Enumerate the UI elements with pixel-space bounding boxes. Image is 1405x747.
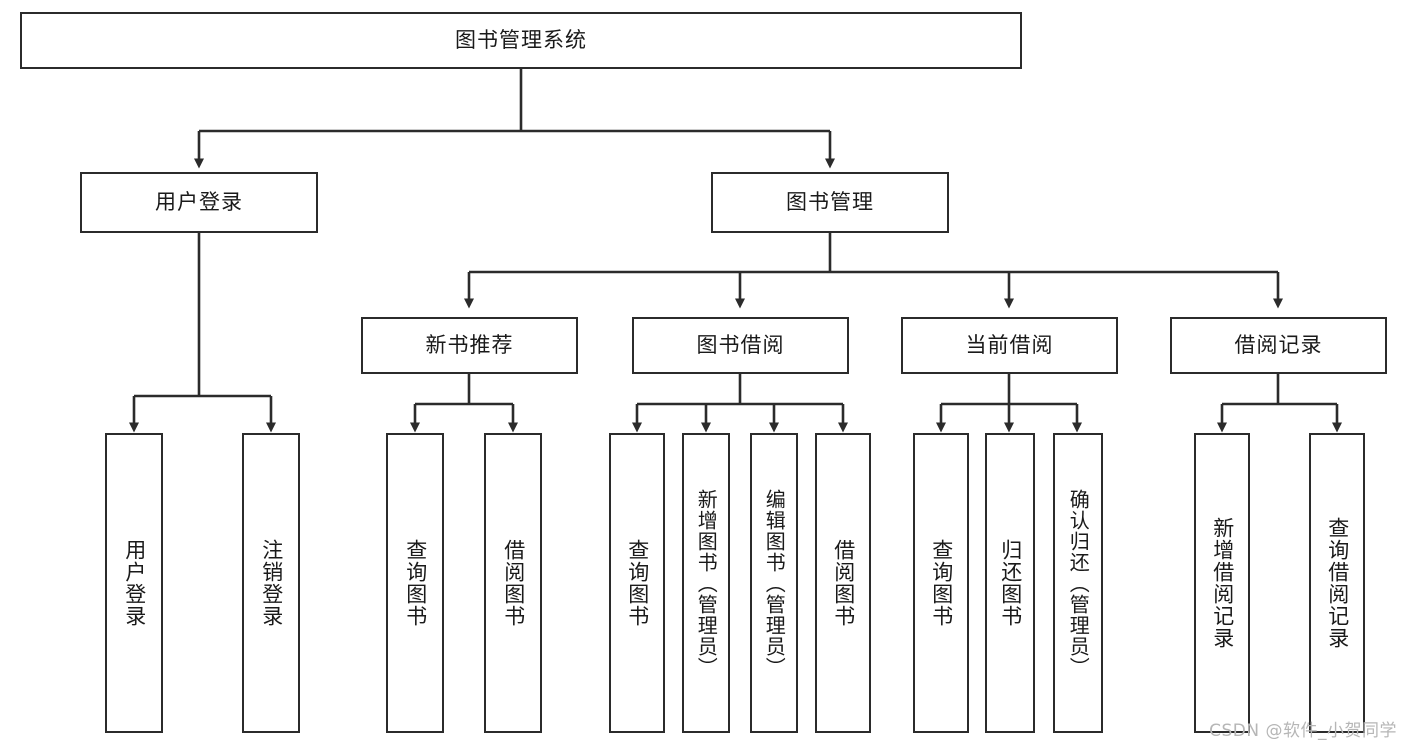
node-label: 用户登录 [122, 539, 147, 627]
node-label: 查询借阅记录 [1325, 517, 1350, 649]
node-current-borrow[interactable]: 当前借阅 [901, 317, 1118, 374]
node-label: 查询图书 [625, 539, 650, 627]
node-label: 新书推荐 [425, 332, 514, 357]
node-leaf-query-borrow-record[interactable]: 查询借阅记录 [1309, 433, 1365, 733]
node-leaf-user-login[interactable]: 用户登录 [105, 433, 163, 733]
node-leaf-add-book-admin[interactable]: 新增图书（管理员） [682, 433, 730, 733]
node-label: 图书管理 [786, 189, 874, 214]
node-user-login[interactable]: 用户登录 [80, 172, 318, 233]
node-book-borrow[interactable]: 图书借阅 [632, 317, 849, 374]
node-label: 借阅图书 [831, 539, 856, 627]
node-label: 查询图书 [403, 539, 428, 627]
node-label: 用户登录 [155, 189, 243, 214]
node-label: 确认归还（管理员） [1066, 488, 1091, 678]
node-label: 当前借阅 [965, 332, 1054, 357]
node-label: 编辑图书（管理员） [762, 488, 787, 678]
node-label: 借阅记录 [1234, 332, 1323, 357]
node-leaf-borrow-book[interactable]: 借阅图书 [815, 433, 871, 733]
node-label: 新增图书（管理员） [694, 488, 719, 678]
node-new-book-recommend[interactable]: 新书推荐 [361, 317, 578, 374]
node-label: 归还图书 [998, 539, 1023, 627]
node-leaf-edit-book-admin[interactable]: 编辑图书（管理员） [750, 433, 798, 733]
node-label: 借阅图书 [501, 539, 526, 627]
node-leaf-return-book[interactable]: 归还图书 [985, 433, 1035, 733]
node-leaf-add-borrow-record[interactable]: 新增借阅记录 [1194, 433, 1250, 733]
node-leaf-borrow-book-new[interactable]: 借阅图书 [484, 433, 542, 733]
node-label: 查询图书 [929, 539, 954, 627]
node-label: 图书管理系统 [455, 27, 587, 52]
node-label: 注销登录 [259, 539, 284, 627]
node-borrow-record[interactable]: 借阅记录 [1170, 317, 1387, 374]
node-leaf-confirm-return-admin[interactable]: 确认归还（管理员） [1053, 433, 1103, 733]
node-label: 新增借阅记录 [1210, 517, 1235, 649]
node-label: 图书借阅 [696, 332, 785, 357]
node-root-system[interactable]: 图书管理系统 [20, 12, 1022, 69]
node-book-management[interactable]: 图书管理 [711, 172, 949, 233]
node-leaf-query-book[interactable]: 查询图书 [609, 433, 665, 733]
watermark-text: CSDN @软件_小贺同学 [1209, 721, 1397, 741]
node-leaf-query-book-new[interactable]: 查询图书 [386, 433, 444, 733]
node-leaf-query-book-current[interactable]: 查询图书 [913, 433, 969, 733]
node-leaf-logout[interactable]: 注销登录 [242, 433, 300, 733]
